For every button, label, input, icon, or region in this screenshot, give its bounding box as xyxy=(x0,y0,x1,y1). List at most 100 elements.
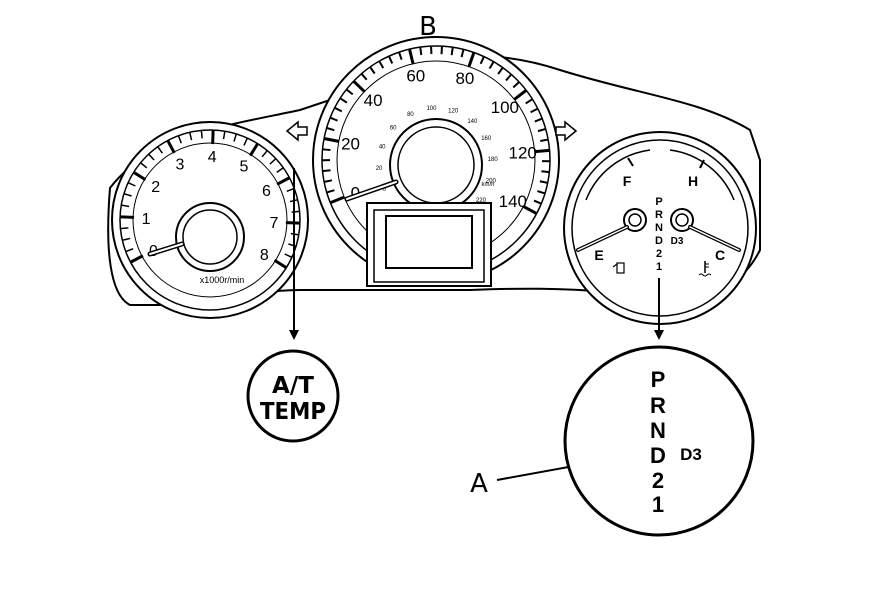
speed-tick xyxy=(388,55,394,64)
speed-tick xyxy=(326,189,335,194)
tach-tick xyxy=(166,139,176,154)
callout-a: A xyxy=(470,469,488,499)
tach-tick xyxy=(284,253,293,259)
gear-n: N xyxy=(650,418,666,443)
speed-tick xyxy=(345,88,354,96)
speed-tick xyxy=(513,89,528,101)
gear-d: D xyxy=(650,443,666,468)
speed-kmh-number: 20 xyxy=(376,166,383,172)
speed-kmh-number: 40 xyxy=(379,144,386,150)
speed-kmh-number: 220 xyxy=(476,198,487,204)
speed-tick xyxy=(398,51,403,61)
speed-tick xyxy=(537,127,546,133)
fuel-pump-icon xyxy=(612,262,625,274)
gear-r: R xyxy=(650,393,666,418)
speed-tick xyxy=(534,117,543,123)
speed-mph-number: 20 xyxy=(341,135,360,154)
tach-tick xyxy=(120,227,129,230)
speed-kmh-number: 160 xyxy=(481,136,492,142)
tach-tick-marks xyxy=(120,130,300,269)
speed-tick xyxy=(352,80,366,93)
tach-tick xyxy=(276,176,291,186)
speed-kmh-number: 180 xyxy=(488,157,499,163)
speed-mph-numbers: 0 20 40 60 80 100 120 140 xyxy=(341,66,537,210)
speed-tick xyxy=(322,169,331,173)
speed-tick xyxy=(540,138,549,142)
speed-tick xyxy=(408,48,415,65)
speed-mph-number: 40 xyxy=(364,91,383,110)
speed-tick xyxy=(323,179,333,183)
speed-tick xyxy=(541,170,550,174)
tach-number: 5 xyxy=(239,159,248,176)
tach-number: 7 xyxy=(270,215,279,232)
small-gear-d: D xyxy=(655,235,663,247)
right-turn-signal-icon xyxy=(555,120,578,142)
at-temp-indicator: A/T TEMP xyxy=(246,349,340,443)
gear-2: 2 xyxy=(652,468,664,493)
tach-tick xyxy=(177,135,182,144)
tach-tick xyxy=(127,181,136,187)
small-gear-position-indicator: P R N D 2 1 D3 xyxy=(655,196,684,273)
tach-number: 8 xyxy=(260,247,269,264)
gear-d3: D3 xyxy=(680,445,702,464)
fuel-empty-label: E xyxy=(594,247,603,263)
speed-tick xyxy=(488,61,495,70)
tach-tick xyxy=(122,237,131,241)
kmh-unit-label: km/h xyxy=(481,182,494,188)
speed-mph-number: 80 xyxy=(455,69,474,88)
speed-tick xyxy=(530,107,539,114)
tach-tick xyxy=(273,259,288,269)
speed-tick xyxy=(497,67,504,75)
tach-tick xyxy=(233,133,238,142)
speed-kmh-number: 0 xyxy=(383,187,387,193)
tach-tick xyxy=(140,162,148,169)
tachometer: 012345678 x1000r/min xyxy=(111,121,309,319)
at-temp-line1: A/T xyxy=(272,373,314,399)
speed-tick xyxy=(334,106,343,113)
speed-tick xyxy=(460,49,465,58)
tach-tick xyxy=(249,142,259,157)
speed-tick xyxy=(326,126,335,132)
speed-kmh-number: 80 xyxy=(407,112,414,118)
fuel-temp-gauge: E F H C P R N D 2 1 D3 xyxy=(563,131,757,325)
tach-tick xyxy=(121,204,130,208)
speed-tick xyxy=(378,60,385,69)
temp-hot-label: H xyxy=(688,173,698,189)
speed-tick xyxy=(479,56,485,65)
speed-mph-number: 120 xyxy=(509,144,537,163)
speed-mph-number: 100 xyxy=(491,98,519,117)
tach-tick xyxy=(243,137,249,146)
small-gear-2: 2 xyxy=(656,248,662,260)
gear-p: P xyxy=(651,367,666,392)
tach-number: 2 xyxy=(151,179,160,196)
small-gear-r: R xyxy=(655,209,663,221)
speed-kmh-number: 140 xyxy=(467,119,478,125)
speed-tick xyxy=(539,180,548,184)
tach-tick xyxy=(189,132,193,141)
info-display-screen xyxy=(385,215,473,269)
speed-mph-number: 60 xyxy=(406,66,425,85)
speed-tick xyxy=(505,73,513,82)
tach-tick xyxy=(125,248,134,253)
speed-tick xyxy=(450,47,454,56)
fuel-full-label: F xyxy=(623,173,632,189)
speed-kmh-number: 120 xyxy=(448,109,459,115)
speed-tick xyxy=(534,148,550,154)
small-gear-n: N xyxy=(655,222,663,234)
speed-tick xyxy=(339,97,348,104)
speed-tick xyxy=(512,81,520,89)
gear-position-indicator: P R N D 2 1 D3 xyxy=(563,345,755,537)
tach-unit-label: x1000r/min xyxy=(200,275,245,285)
speed-tick xyxy=(522,205,538,215)
tach-number: 6 xyxy=(262,183,271,200)
gear-1: 1 xyxy=(652,492,664,517)
tach-tick xyxy=(123,192,132,197)
tach-number: 1 xyxy=(142,211,151,228)
tach-tick xyxy=(261,150,268,158)
speed-tick xyxy=(329,195,345,205)
tach-tick xyxy=(200,130,203,139)
left-turn-signal-icon xyxy=(285,120,308,142)
tach-tick xyxy=(157,146,163,154)
